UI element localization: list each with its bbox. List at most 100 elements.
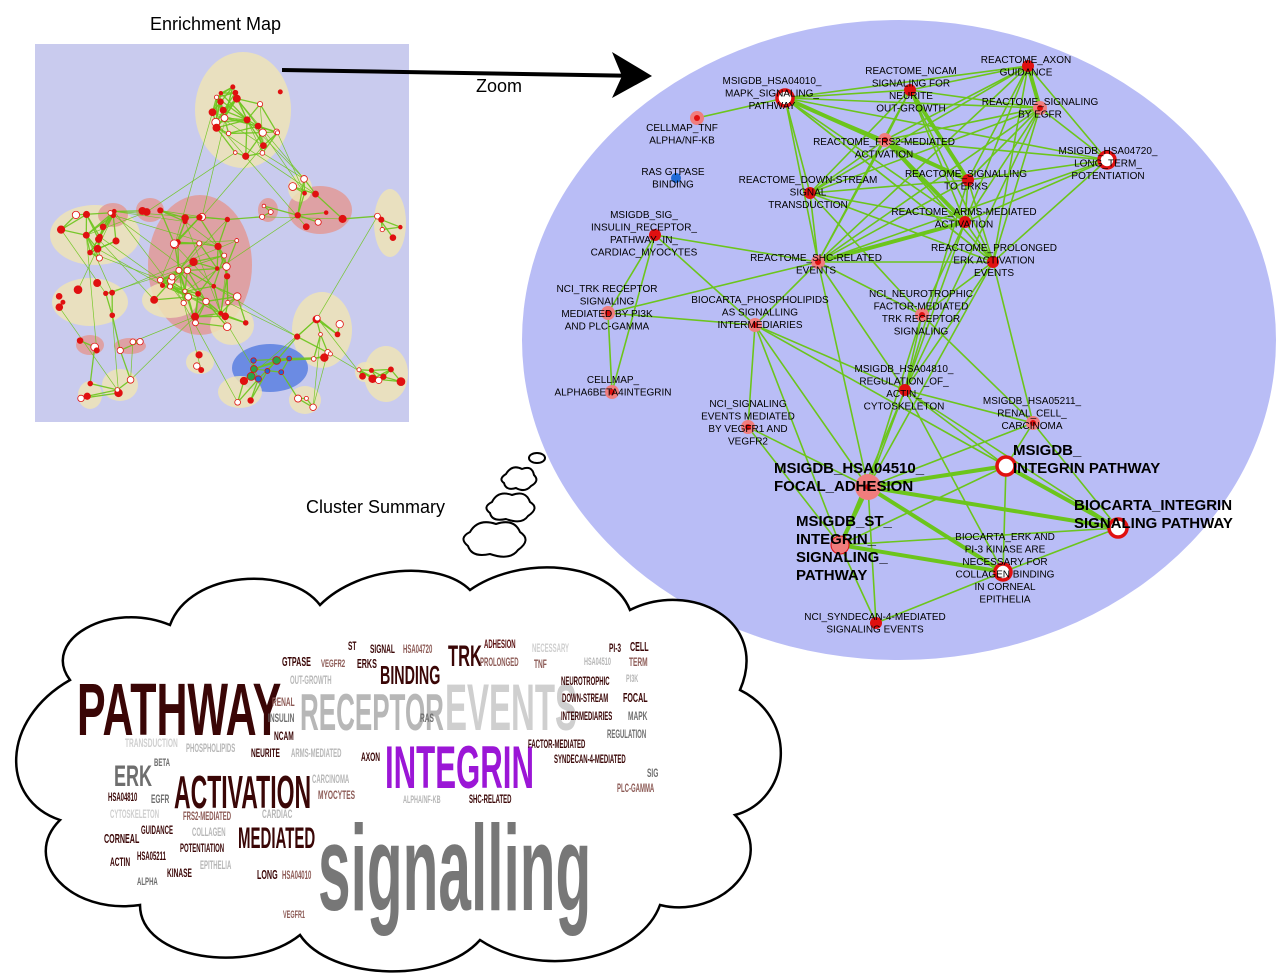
zoom-caption: Zoom [476, 76, 523, 96]
network-label: MSIGDB_HSA04510_FOCAL_ADHESION [774, 460, 925, 495]
network-edge [654, 234, 819, 263]
network-edge [809, 192, 994, 263]
minimap-edge [114, 211, 186, 222]
cloud-word: CYTOSKELETON [110, 808, 159, 822]
minimap-node [234, 398, 241, 406]
minimap-node [286, 355, 292, 362]
minimap-node [338, 214, 347, 223]
minimap-edge [174, 240, 237, 245]
minimap-edge [216, 127, 236, 153]
minimap-edge [276, 336, 298, 361]
cloud-word: HSA04510 [584, 655, 611, 668]
network-label-line: EVENTS [974, 268, 1014, 279]
minimap-edge [159, 221, 186, 281]
minimap-node [300, 175, 308, 183]
cloud-word: MEDIATED [238, 823, 315, 856]
minimap-node [272, 356, 281, 365]
minimap-node [198, 367, 205, 373]
network-label-line: EVENTS MEDIATED [701, 412, 795, 423]
minimap-edge [227, 216, 263, 221]
minimap-edge [280, 371, 299, 399]
minimap-edge [246, 119, 305, 180]
network-edge [783, 96, 970, 182]
minimap-node [195, 290, 201, 297]
network-edge [784, 97, 819, 263]
minimap-edge [160, 210, 203, 218]
minimap-node [294, 212, 301, 219]
network-label-line: PATHWAY [796, 567, 867, 584]
minimap-node [218, 310, 224, 316]
cloud-word: EVENTS [445, 672, 577, 745]
minimap-edge [119, 350, 132, 381]
network-label-line: REACTOME_SIGNALLING [905, 169, 1027, 180]
network-labels: MSIGDB_HSA04010_MAPK_SIGNALING_PATHWAYRE… [554, 55, 1232, 636]
minimap-edge [97, 248, 163, 286]
network-nodes [601, 60, 1129, 629]
minimap-edge [86, 211, 147, 236]
network-edge [909, 89, 1041, 109]
minimap-edge [250, 370, 268, 401]
minimap-edge [216, 127, 316, 195]
network-label-line: FACTOR-MEDIATED [874, 302, 969, 313]
cloud-word: INSULIN [268, 712, 294, 726]
minimap-node [214, 266, 220, 271]
network-edge [875, 571, 1004, 624]
cloud-word: FOCAL [623, 692, 648, 706]
cloud-word: EPITHELIA [200, 859, 231, 873]
minimap-edge [225, 266, 229, 303]
network-edge [866, 485, 1120, 530]
cloud-word: POTENTIATION [180, 842, 224, 856]
network-label-line: BIOCARTA_PHOSPHOLIPIDS [691, 295, 829, 306]
minimap-node [261, 203, 267, 209]
minimap-edge [259, 104, 264, 146]
minimap-edge [205, 301, 228, 328]
network-label-line: SIGNALING [580, 297, 635, 308]
minimap-edge [342, 215, 378, 220]
minimap-node [95, 254, 103, 262]
minimap-cluster [292, 292, 352, 368]
minimap-edge [77, 215, 114, 290]
minimap-node [107, 210, 114, 216]
thought-bubbles [462, 452, 546, 558]
minimap-node [258, 128, 267, 137]
cloud-word: SHC-RELATED [469, 793, 512, 807]
minimap-node [195, 351, 203, 359]
cloud-word: CARDIAC [262, 808, 292, 822]
minimap-node [103, 290, 109, 296]
network-edge [816, 220, 967, 264]
network-node-core [919, 312, 925, 318]
network-label-line: AND PLC-GAMMA [565, 322, 650, 333]
network-edge [839, 544, 877, 624]
cloud-word: ALPHA/NF-KB [403, 793, 441, 806]
cloud-word: ADHESION [484, 638, 516, 652]
network-edge [964, 221, 994, 263]
network-node-core [609, 389, 615, 395]
cloud-word: ARMS-MEDIATED [291, 747, 342, 761]
minimap-node [180, 299, 187, 307]
network-label-line: NEURITE [889, 91, 933, 102]
minimap-node [109, 289, 116, 296]
network-label-line: EVENTS [796, 266, 836, 277]
network-label: CELLMAP_ALPHA6BETA4INTEGRIN [554, 375, 671, 399]
minimap-node [379, 227, 385, 233]
network-edge [1026, 64, 1042, 110]
network-node-prolonged [987, 256, 999, 268]
network-label-line: REACTOME_ARMS-MEDIATED [891, 207, 1036, 218]
cloud-word: VEGFR1 [283, 908, 305, 921]
minimap-node [278, 369, 285, 376]
network-label-line: ERK ACTIVATION [953, 256, 1034, 267]
minimap-edge [312, 334, 321, 408]
cloud-word: GTPASE [282, 656, 311, 670]
minimap-node [218, 90, 224, 96]
network-label-line: INTEGRIN_ [796, 531, 877, 548]
minimap-edge [228, 125, 259, 135]
minimap-node [220, 114, 229, 122]
minimap-cluster [52, 278, 128, 326]
network-label-line: ACTIVATION [855, 150, 914, 161]
minimap-node [116, 346, 124, 355]
